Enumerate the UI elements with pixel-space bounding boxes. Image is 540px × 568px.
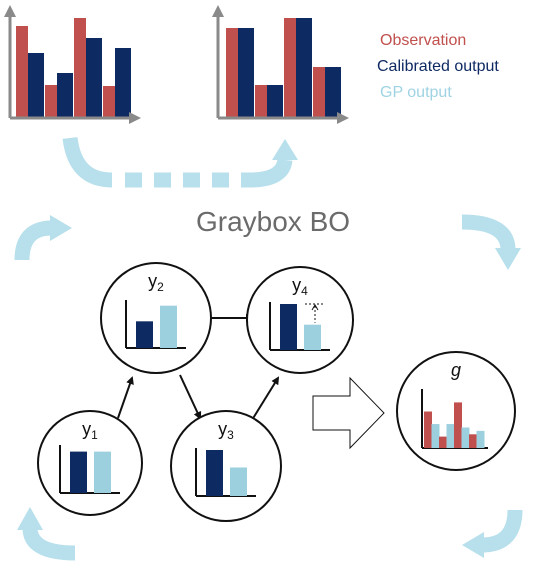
flow-curve-top-right (461, 214, 516, 251)
diagram-title: Graybox BO (196, 206, 350, 237)
node-y2-label: y2 (148, 271, 164, 294)
output-node-bar-7 (476, 430, 485, 448)
node-y1-bar-calibrated (70, 451, 87, 493)
output-node-bar-0 (424, 411, 432, 448)
node-y4-bar-calibrated (280, 304, 297, 350)
legend-calibrated-output: Calibrated output (377, 58, 499, 75)
legend-gp-output: GP output (380, 84, 452, 101)
top-chart-after (212, 5, 349, 124)
edge-y1-y2 (117, 376, 134, 419)
flow-arrows (14, 136, 523, 561)
node-y2-bar-gp (160, 305, 177, 348)
flow-curve-right (249, 158, 293, 188)
graph-edges (117, 314, 280, 421)
flow-curve-bottom-left (22, 527, 76, 561)
flow-curve-left (62, 136, 113, 188)
node-y4-circle (246, 266, 354, 374)
graph-nodes: y1 y2 y3 y4 (37, 262, 354, 522)
output-node-bar-5 (461, 427, 470, 448)
top-before-cal-bar-1 (57, 73, 73, 118)
flow-curve-bottom-right (481, 509, 523, 553)
legend-observation: Observation (380, 32, 466, 49)
node-y1: y1 (37, 410, 143, 516)
flow-arrowhead-up (272, 139, 298, 160)
flow-arrowhead-up-bottom-left (17, 507, 43, 530)
node-y2-circle (100, 262, 212, 374)
output-node-bar-1 (431, 424, 440, 448)
flow-arrowhead-left-bottom-right (462, 532, 484, 558)
gap-arrow-icon (311, 304, 319, 311)
top-before-obs-bar-2 (74, 18, 86, 118)
node-y1-bar-gp (94, 451, 111, 493)
node-y3-label: y3 (218, 419, 234, 442)
top-after-cal-bar-0 (238, 28, 254, 118)
top-before-cal-bar-2 (86, 38, 102, 118)
top-chart-before (3, 5, 141, 124)
output-node-bar-3 (446, 424, 455, 448)
top-after-obs-bar-2 (284, 18, 296, 118)
legend: Observation Calibrated output GP output (377, 32, 499, 101)
top-after-obs-bar-0 (226, 28, 238, 118)
top-before-cal-bar-3 (115, 48, 131, 118)
top-before-obs-bar-0 (16, 26, 28, 118)
flow-curve-top-left (14, 220, 53, 261)
edge-y3-y4 (251, 376, 280, 421)
top-before-obs-bar-1 (45, 85, 57, 118)
top-after-obs-bar-1 (255, 85, 267, 118)
output-node-bar-6 (469, 434, 477, 448)
output-node-label: g (451, 360, 461, 380)
node-y1-circle (37, 410, 143, 516)
output-node-g: g (396, 351, 516, 471)
node-y4: y4 (246, 266, 354, 374)
node-y2: y2 (100, 262, 212, 374)
output-node-bar-2 (439, 436, 447, 448)
flow-arrowhead-right-top-left (50, 215, 72, 241)
flow-arrowhead-down-top-right (495, 248, 521, 270)
top-before-cal-bar-0 (28, 53, 44, 118)
node-y3-bar-gp (230, 467, 247, 496)
top-before-obs-bar-3 (103, 86, 115, 118)
node-y4-bar-gp (304, 324, 321, 350)
top-after-cal-bar-3 (325, 67, 341, 118)
top-after-cal-bar-1 (267, 85, 283, 118)
hollow-arrow-to-output (312, 376, 385, 450)
top-after-obs-bar-3 (313, 67, 325, 118)
node-y1-label: y1 (82, 419, 98, 442)
node-y4-label: y4 (292, 275, 308, 298)
node-y2-bar-calibrated (136, 321, 153, 348)
top-after-cal-bar-2 (296, 18, 312, 118)
output-node-bar-4 (454, 402, 462, 448)
node-y3: y3 (170, 410, 282, 522)
edge-y2-y3 (179, 374, 202, 420)
node-y3-circle (170, 410, 282, 522)
node-y3-bar-calibrated (206, 450, 223, 496)
